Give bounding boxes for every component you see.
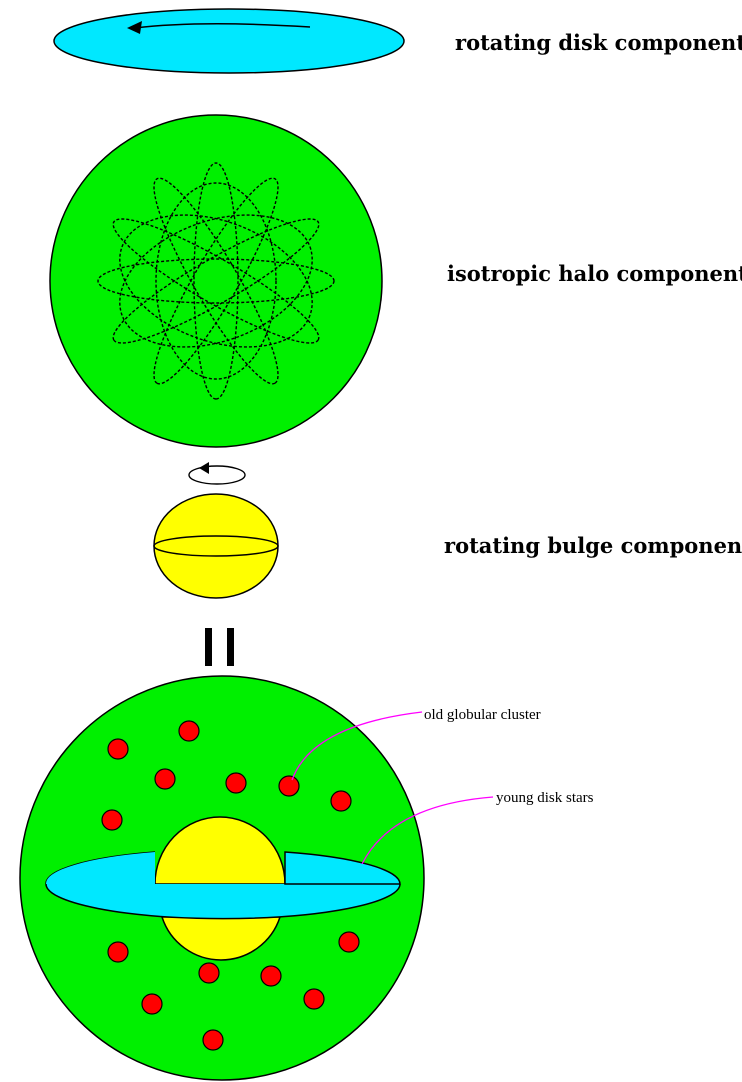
halo-component: [49, 114, 383, 448]
globular-cluster: [107, 738, 129, 760]
halo-orbit: [112, 218, 320, 344]
bulge-rotation-arrow-icon: [188, 465, 246, 485]
globular-cluster: [101, 809, 123, 831]
young-disk-label: young disk stars: [496, 790, 594, 806]
bulge-label: rotating bulge component: [444, 533, 742, 558]
halo-orbit: [153, 177, 279, 385]
halo-orbit: [153, 177, 279, 385]
globular-cluster-pointer: [291, 711, 423, 781]
disk-rotation-arrow-icon: [134, 23, 311, 29]
combined-disk: [46, 884, 400, 919]
combined-disk-upper-rim-left-fill: [45, 852, 155, 884]
globular-cluster: [202, 1029, 224, 1051]
globular-cluster: [107, 941, 129, 963]
bulge-ellipsoid: [153, 493, 279, 599]
halo-label: isotropic halo component: [447, 261, 742, 286]
globular-cluster-label: old globular cluster: [424, 707, 541, 723]
globular-cluster: [178, 720, 200, 742]
disk-ellipse: [53, 8, 405, 74]
globular-cluster: [338, 931, 360, 953]
halo-orbit: [193, 162, 239, 400]
combined-bulge-upper: [154, 816, 286, 885]
equals-bar-right: [227, 628, 234, 666]
bulge-component: [153, 462, 279, 599]
halo-orbit: [119, 214, 313, 348]
combined-disk-upper-rim-right: [284, 851, 401, 885]
combined-disk-outline-lower: [45, 883, 401, 920]
globular-cluster: [303, 988, 325, 1010]
halo-sphere: [49, 114, 383, 448]
combined-galaxy: [19, 675, 494, 1081]
globular-cluster: [278, 775, 300, 797]
combined-bulge-lower: [160, 916, 282, 961]
globular-cluster: [154, 768, 176, 790]
globular-cluster: [260, 965, 282, 987]
halo-orbit: [97, 258, 335, 304]
equals-sign: [205, 628, 234, 666]
globular-cluster: [225, 772, 247, 794]
bulge-arrowhead-icon: [199, 462, 209, 474]
young-disk-pointer: [361, 796, 494, 865]
halo-orbit: [119, 214, 313, 348]
disk-arrowhead-icon: [127, 21, 142, 34]
equals-bar-left: [205, 628, 212, 666]
globular-cluster: [198, 962, 220, 984]
globular-cluster: [330, 790, 352, 812]
halo-orbit: [155, 182, 277, 380]
disk-component: [53, 8, 405, 74]
halo-orbit: [112, 218, 320, 344]
halo-orbits: [97, 162, 335, 400]
disk-label: rotating disk component: [455, 30, 742, 55]
bulge-equator: [153, 535, 279, 557]
globular-clusters: [101, 720, 360, 1051]
globular-cluster: [141, 993, 163, 1015]
